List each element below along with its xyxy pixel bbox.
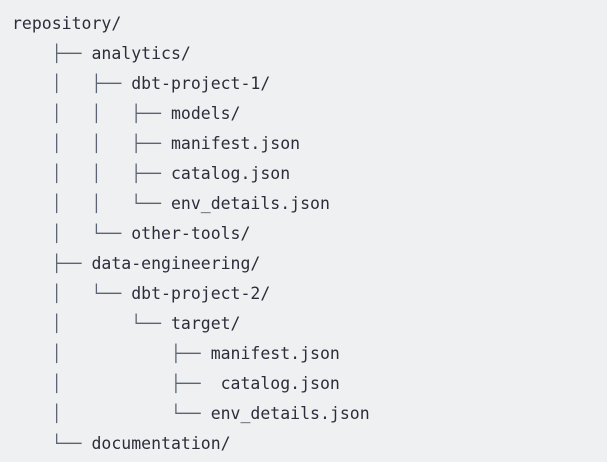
tree-line: ├── data-engineering/ [12,249,607,279]
tree-line: │ │ ├── catalog.json [12,159,607,189]
tree-branch-glyphs: │ └── [12,314,171,333]
tree-node-label: manifest.json [210,344,340,363]
tree-node-label: documentation/ [91,434,231,453]
tree-line: │ ├── manifest.json [12,339,607,369]
tree-line: │ └── other-tools/ [12,219,607,249]
tree-line: │ │ ├── models/ [12,99,607,129]
tree-branch-glyphs: │ │ ├── [12,164,171,183]
tree-branch-glyphs: │ ├── [12,374,211,393]
tree-branch-glyphs: │ ├── [12,344,211,363]
tree-line: ├── analytics/ [12,39,607,69]
tree-node-label: repository/ [12,14,122,33]
tree-branch-glyphs: │ │ ├── [12,104,171,123]
tree-branch-glyphs: │ ├── [12,74,132,93]
tree-line: │ │ └── env_details.json [12,189,607,219]
tree-node-label: data-engineering/ [91,254,261,273]
tree-line: │ └── target/ [12,309,607,339]
tree-node-label: analytics/ [91,44,191,63]
tree-branch-glyphs: └── [12,434,92,453]
tree-branch-glyphs: │ └── [12,224,132,243]
tree-node-label: dbt-project-2/ [131,284,271,303]
tree-branch-glyphs: │ │ ├── [12,134,171,153]
tree-node-label: models/ [170,104,241,123]
tree-branch-glyphs: ├── [12,44,92,63]
tree-node-label: env_details.json [170,194,330,213]
tree-node-label: catalog.json [210,374,340,393]
tree-node-label: catalog.json [170,164,291,183]
tree-line: │ │ ├── manifest.json [12,129,607,159]
tree-node-label: env_details.json [210,404,370,423]
tree-line: │ └── env_details.json [12,399,607,429]
tree-line: │ └── dbt-project-2/ [12,279,607,309]
tree-line-list: repository/ ├── analytics/ │ ├── dbt-pro… [12,9,607,459]
tree-line: │ ├── catalog.json [12,369,607,399]
tree-line: │ ├── dbt-project-1/ [12,69,607,99]
tree-node-label: manifest.json [170,134,301,153]
tree-node-label: dbt-project-1/ [131,74,271,93]
tree-branch-glyphs: │ │ └── [12,194,171,213]
tree-line: └── documentation/ [12,429,607,459]
tree-node-label: target/ [170,314,241,333]
tree-branch-glyphs: │ └── [12,404,211,423]
tree-branch-glyphs: │ └── [12,284,132,303]
tree-branch-glyphs: ├── [12,254,92,273]
tree-line: repository/ [12,9,607,39]
tree-node-label: other-tools/ [131,224,251,243]
